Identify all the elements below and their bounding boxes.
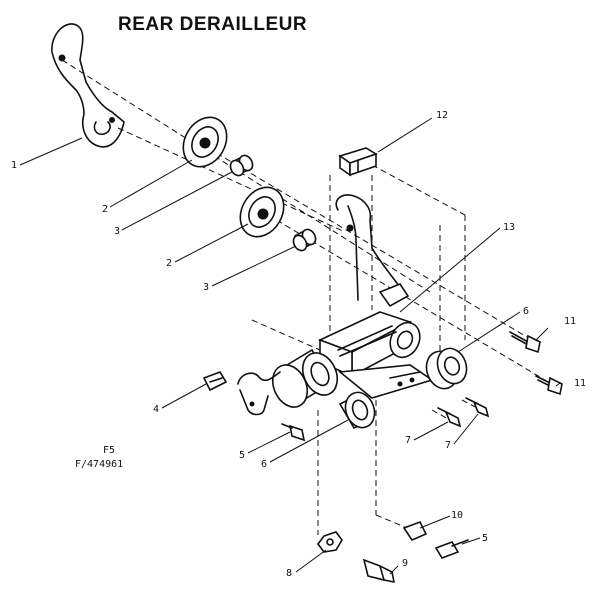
callout-2-upper: 2: [102, 204, 108, 215]
callout-4: 4: [153, 404, 159, 415]
hanger-bracket-part: [51, 23, 125, 148]
callout-13: 13: [503, 222, 515, 233]
callout-1: 1: [11, 160, 17, 171]
callout-7-right: 7: [445, 440, 451, 451]
callout-11-upper: 11: [564, 316, 576, 327]
callout-3-upper: 3: [114, 226, 120, 237]
callout-10: 10: [451, 510, 463, 521]
small-screw-b-part: [465, 397, 490, 418]
callout-6-lower: 6: [261, 459, 267, 470]
pivot-screw-left-part: [281, 423, 306, 442]
hex-nut-part: [317, 531, 343, 553]
callout-6-right: 6: [523, 306, 529, 317]
adjust-screw-upper-part: [509, 331, 541, 354]
diagram-title: REAR DERAILLEUR: [118, 14, 307, 35]
assembly-guide-lines: [61, 59, 546, 535]
pivot-screw-right-part: [434, 539, 469, 559]
roller-lower-part: [338, 391, 376, 430]
pivot-bolt-part: [362, 558, 395, 583]
pivot-drum-part: [271, 348, 339, 408]
callout-5-right: 5: [482, 533, 488, 544]
callout-3-lower: 3: [203, 282, 209, 293]
cable-clamp-part: [202, 371, 228, 392]
callout-2-lower: 2: [166, 258, 172, 269]
callout-8: 8: [286, 568, 292, 579]
callout-12: 12: [436, 110, 448, 121]
callout-5-left: 5: [239, 450, 245, 461]
reference-part-number: F/474961: [75, 459, 123, 470]
callout-labels: 1 2 2 3 3 4 5 5 6 6 7 7 8 9 10 11 11 12 …: [11, 110, 586, 579]
derailleur-body-part: [317, 194, 434, 399]
leader-lines: [19, 117, 561, 575]
reference-code: F5: [103, 445, 115, 456]
bushing-lower-part: [292, 228, 317, 252]
cable-anchor-block-part: [338, 147, 378, 177]
bushing-upper-part: [229, 154, 254, 177]
callout-9: 9: [402, 558, 408, 569]
callout-7-left: 7: [405, 435, 411, 446]
pulley-lower-part: [239, 186, 285, 238]
roller-right-part: [425, 347, 468, 390]
pulley-upper-part: [182, 116, 228, 168]
callout-11-lower: 11: [574, 378, 586, 389]
small-screw-a-part: [437, 407, 462, 428]
stop-plate-part: [237, 371, 281, 416]
cable-clip-part: [402, 520, 428, 541]
adjust-screw-lower-part: [535, 375, 563, 396]
